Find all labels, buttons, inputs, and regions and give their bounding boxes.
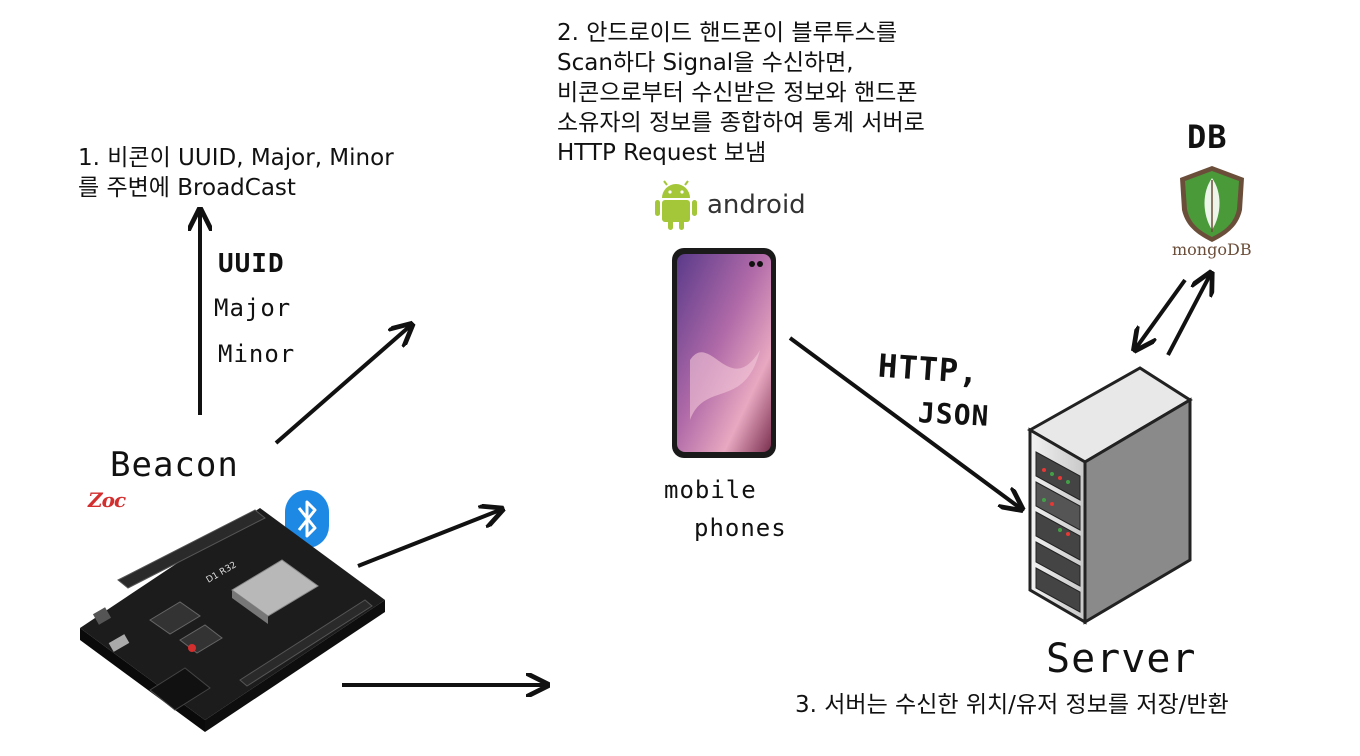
bluetooth-icon <box>285 490 329 548</box>
step2-line1: 2. 안드로이드 핸드폰이 블루투스를 <box>557 20 898 46</box>
arrow-db-to-server <box>1136 278 1187 348</box>
step1-caption: 1. 비콘이 UUID, Major, Minor 를 주변에 BroadCas… <box>78 143 394 203</box>
label-db: DB <box>1187 118 1228 156</box>
step2-line2: Scan하다 Signal을 수신하면, <box>557 50 854 76</box>
step2-line4: 소유자의 정보를 종합하여 통계 서버로 <box>557 110 925 136</box>
label-beacon: Beacon <box>110 445 239 485</box>
zoc-logo: Zoc <box>88 488 126 512</box>
android-icon <box>655 180 697 230</box>
label-major: Major <box>214 294 292 322</box>
server-icon <box>1026 366 1193 625</box>
smartphone-image <box>672 248 776 458</box>
label-http: HTTP, <box>876 346 981 392</box>
mongodb-leaf-icon <box>1180 166 1244 242</box>
step2-line5: HTTP Request 보냄 <box>557 140 767 166</box>
step2-line3: 비콘으로부터 수신받은 정보와 핸드폰 <box>557 80 918 106</box>
label-uuid: UUID <box>218 249 285 279</box>
arrow-server-to-db <box>1166 275 1210 356</box>
step2-caption: 2. 안드로이드 핸드폰이 블루투스를 Scan하다 Signal을 수신하면,… <box>557 18 925 168</box>
mongodb-wordmark: mongoDB <box>1172 240 1252 259</box>
label-mobile: mobile <box>664 476 757 504</box>
step1-line2: 를 주변에 BroadCast <box>78 175 296 201</box>
step3-caption: 3. 서버는 수신한 위치/유저 정보를 저장/반환 <box>795 692 1229 718</box>
zoc-logo-text: Zoc <box>88 488 126 512</box>
arrow-mid <box>357 510 500 568</box>
label-phones: phones <box>694 514 787 542</box>
label-json: JSON <box>917 396 991 433</box>
beacon-board-image <box>80 508 385 732</box>
label-server: Server <box>1046 636 1197 682</box>
android-wordmark: android <box>707 190 806 220</box>
label-minor: Minor <box>218 340 296 368</box>
arrow-phone-to-server <box>788 336 1020 508</box>
step1-line1: 1. 비콘이 UUID, Major, Minor <box>78 145 394 171</box>
arrow-diagonal <box>274 326 410 445</box>
